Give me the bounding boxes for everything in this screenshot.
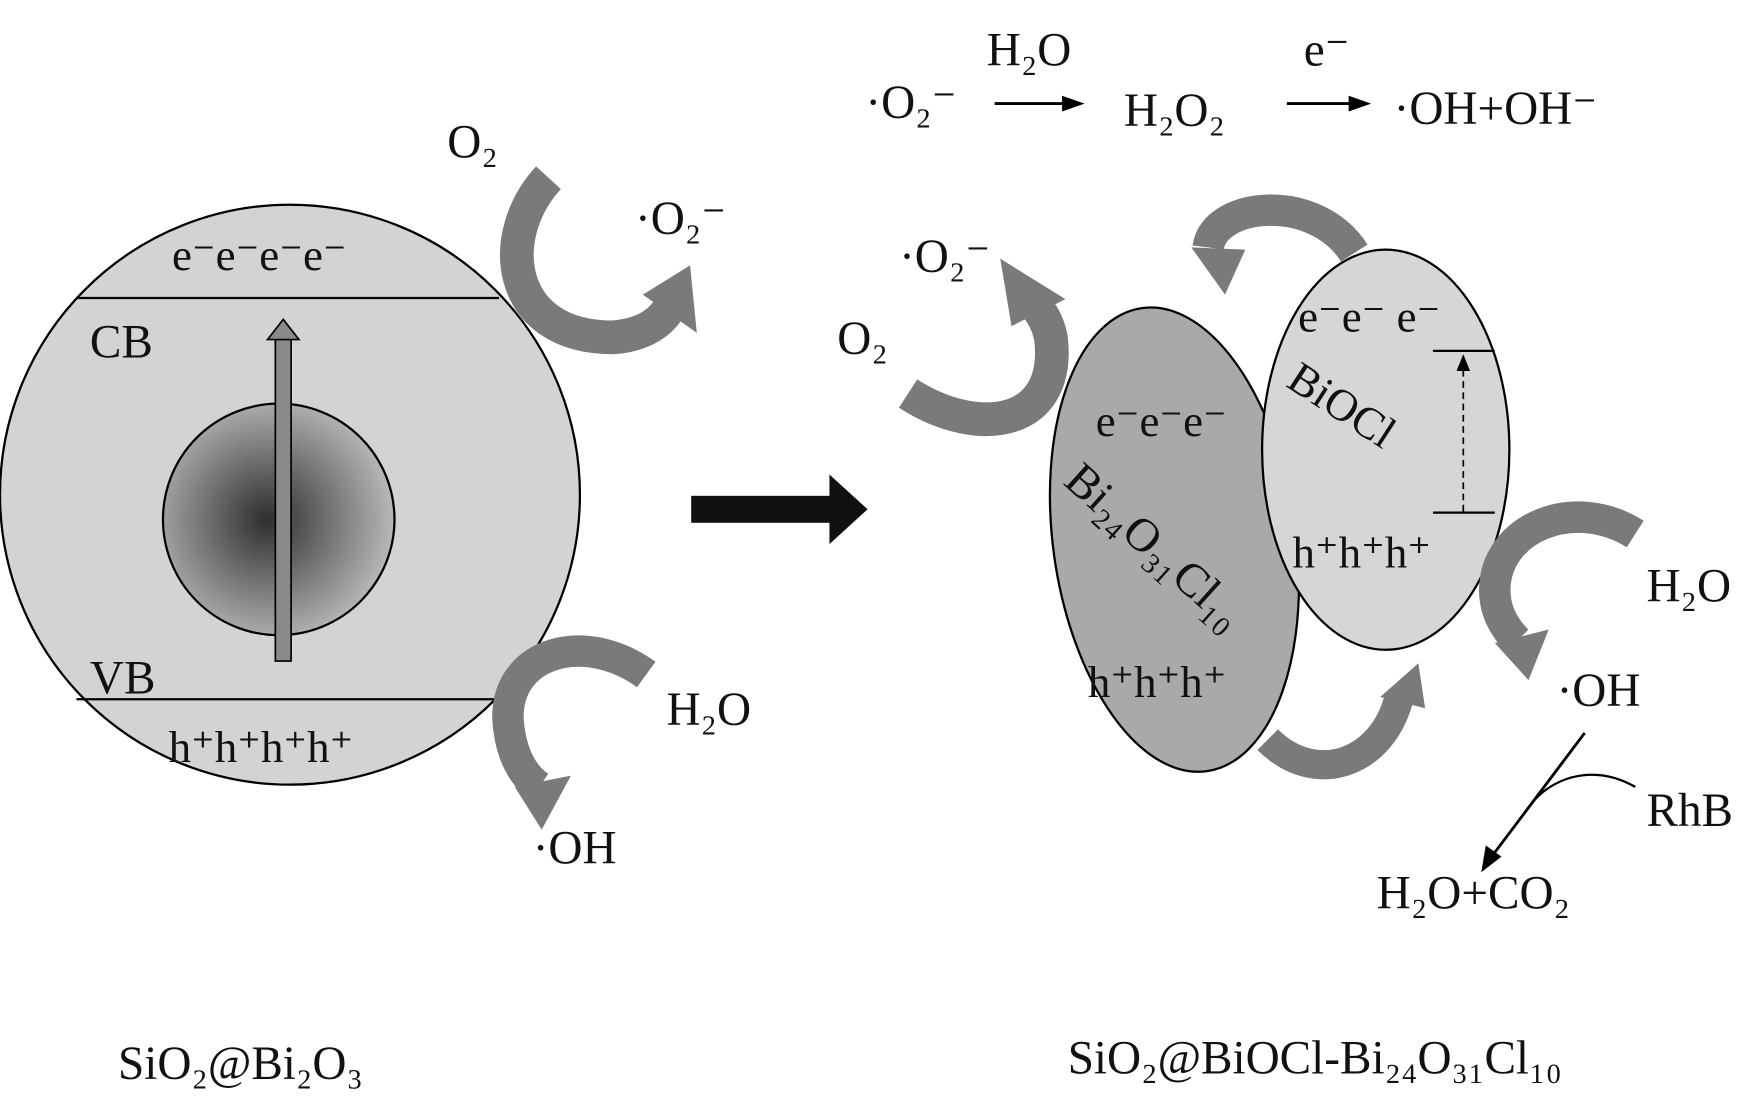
- left-caption: SiO₂@Bi₂O₃: [118, 1038, 363, 1090]
- reaction-arrow-icon: [994, 95, 1085, 112]
- reaction-h2o2: H₂O₂: [1124, 85, 1225, 137]
- left-superoxide-label: ·O₂⁻: [635, 193, 726, 245]
- vb-label: VB: [90, 653, 156, 705]
- right-caption: SiO₂@BiOCl-Bi₂₄O₃₁Cl₁₀: [1068, 1032, 1562, 1084]
- cb-electrons: e⁻e⁻e⁻e⁻: [172, 230, 347, 280]
- transition-arrow-icon: [691, 474, 868, 545]
- left-h2o-label: H₂O: [666, 684, 751, 736]
- o2-reduction-curved-arrow-icon: [500, 166, 697, 355]
- right-h2o-label: H₂O: [1646, 560, 1731, 612]
- rhb-label: RhB: [1646, 785, 1733, 837]
- reaction-electron: e⁻: [1304, 24, 1350, 76]
- excitation-arrow-icon: [265, 317, 301, 662]
- degradation-arrow-icon: [1481, 732, 1636, 873]
- biocl-excitation-arrow-icon: [1432, 349, 1495, 514]
- left-oh-label: ·OH: [533, 822, 617, 874]
- left-o2-label: O₂: [447, 117, 498, 169]
- bi24-holes: h⁺h⁺h⁺: [1088, 657, 1227, 707]
- right-oh-label: ·OH: [1557, 665, 1641, 717]
- right-superoxide-label: ·O₂⁻: [899, 231, 990, 283]
- reaction-arrow-icon: [1286, 95, 1372, 112]
- sio2-bi2o3-particle: e⁻e⁻e⁻e⁻ CB VB h⁺h⁺h⁺h⁺: [0, 203, 581, 786]
- biocl-electrons: e⁻e⁻ e⁻: [1298, 292, 1440, 342]
- biocl-holes: h⁺h⁺h⁺: [1292, 528, 1431, 578]
- reaction-h2o: H₂O: [987, 24, 1072, 76]
- reaction-products: ·OH+OH⁻: [1394, 83, 1598, 135]
- reaction-superoxide: ·O₂⁻: [865, 77, 956, 129]
- right-water-oxidation-curved-arrow-icon: [1479, 501, 1644, 681]
- bi24-electrons: e⁻e⁻e⁻: [1096, 396, 1227, 446]
- hole-transfer-curved-arrow-icon: [1257, 663, 1426, 780]
- final-products-label: H₂O+CO₂: [1377, 867, 1570, 919]
- vb-holes: h⁺h⁺h⁺h⁺: [169, 722, 354, 772]
- right-o2-reduction-curved-arrow-icon: [898, 258, 1069, 437]
- reaction-chain: ·O₂⁻ H₂O H₂O₂ e⁻ ·OH+OH⁻: [865, 24, 1597, 137]
- water-oxidation-curved-arrow-icon: [492, 635, 656, 830]
- cb-label: CB: [90, 317, 153, 369]
- electron-transfer-curved-arrow-icon: [1191, 194, 1368, 295]
- right-o2-label: O₂: [837, 313, 888, 365]
